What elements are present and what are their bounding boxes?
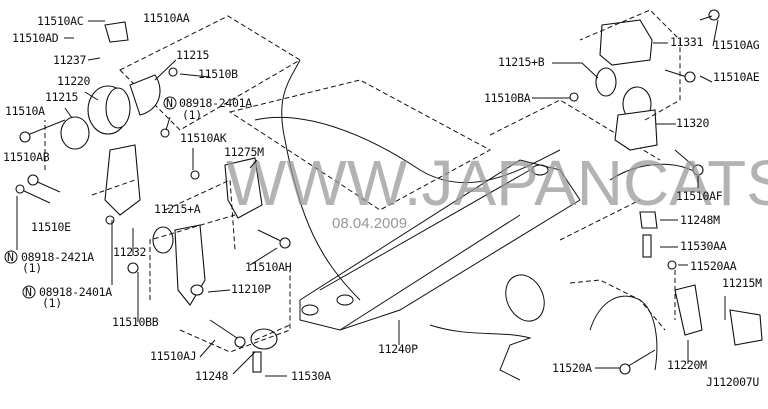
label-11275M: 11275M xyxy=(224,145,264,159)
label-11240P: 11240P xyxy=(378,342,418,356)
label-08918-2401A-bottom: 08918-2401A xyxy=(39,285,112,299)
label-08918-2421A: 08918-2421A xyxy=(21,250,94,264)
label-11510BB: 11510BB xyxy=(112,315,159,329)
label-11320: 11320 xyxy=(676,116,709,130)
label-11510AH: 11510AH xyxy=(245,260,292,274)
label-11510E: 11510E xyxy=(31,220,71,234)
date-stamp: 08.04.2009 xyxy=(332,215,407,232)
label-11510AD: 11510AD xyxy=(12,31,59,45)
label-11510AF: 11510AF xyxy=(676,189,723,203)
label-11510AC: 11510AC xyxy=(37,14,84,28)
label-11215-left: 11215 xyxy=(45,90,78,104)
label-08918-2401A-top: 08918-2401A xyxy=(179,96,252,110)
label-11248: 11248 xyxy=(195,369,228,383)
leader-lines xyxy=(16,19,726,377)
n-symbol: N xyxy=(7,250,14,264)
watermark: WWW.JAPANCATS.RU xyxy=(226,147,768,219)
crossmember-11240P xyxy=(299,159,581,331)
label-11510AJ: 11510AJ xyxy=(150,349,196,363)
label-08918-2401A-top-qty: (1) xyxy=(182,108,202,122)
label-11510AE: 11510AE xyxy=(713,70,760,84)
label-11215-top: 11215 xyxy=(176,48,209,62)
n-symbol: N xyxy=(166,96,173,110)
label-11215A: 11215+A xyxy=(154,202,201,216)
label-11510AK: 11510AK xyxy=(180,131,227,145)
label-11215B: 11215+B xyxy=(498,55,545,69)
label-11510B: 11510B xyxy=(198,67,238,81)
label-11237: 11237 xyxy=(53,53,86,67)
part-labels: 11510AC 11510AD 11510AA 11237 11215 1151… xyxy=(3,11,762,389)
label-11510AA: 11510AA xyxy=(143,11,190,25)
left-mount-parts xyxy=(15,21,291,373)
label-11530AA: 11530AA xyxy=(680,239,727,253)
label-11510AB: 11510AB xyxy=(3,150,50,164)
label-11248M: 11248M xyxy=(680,213,720,227)
label-11510AG: 11510AG xyxy=(713,38,760,52)
label-11520AA: 11520AA xyxy=(690,259,737,273)
label-11232: 11232 xyxy=(113,245,146,259)
label-08918-2421A-qty: (1) xyxy=(22,261,42,275)
n-symbol: N xyxy=(25,285,32,299)
label-11220M: 11220M xyxy=(667,358,707,372)
label-11510A: 11510A xyxy=(5,104,45,118)
label-08918-2401A-bottom-qty: (1) xyxy=(42,296,62,310)
label-11530A: 11530A xyxy=(291,369,331,383)
right-mount-parts xyxy=(569,9,763,375)
label-11520A: 11520A xyxy=(552,361,592,375)
label-11210P: 11210P xyxy=(231,282,271,296)
label-11220: 11220 xyxy=(57,74,90,88)
diagram-code: J112007U xyxy=(706,375,759,389)
label-11510BA: 11510BA xyxy=(484,91,531,105)
label-11215M: 11215M xyxy=(722,276,762,290)
label-11331: 11331 xyxy=(670,35,703,49)
